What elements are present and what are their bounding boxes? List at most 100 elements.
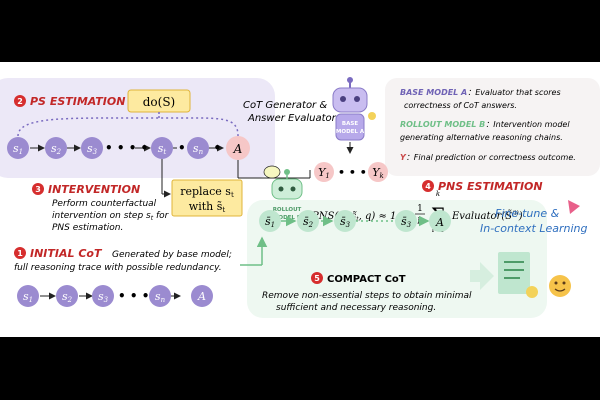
initial-cot-desc-2: full reasoning trace with possible redun… — [14, 263, 222, 273]
compact-cot: 5 COMPACT CoT Remove non-essential steps… — [262, 272, 472, 313]
yk-node — [368, 162, 388, 182]
node-st — [151, 137, 173, 159]
badge-4-number: 4 — [425, 182, 431, 191]
initial-cot-title: INITIAL CoT — [30, 247, 103, 260]
badge-2-number: 2 — [17, 97, 23, 106]
cf-node-2-label: s̄2 — [303, 215, 314, 229]
bottom-chain: s1 s2 s3 • • • • sn A — [17, 285, 213, 307]
intervention-desc-2: intervention on step st for — [52, 211, 170, 222]
badge-1 — [14, 247, 26, 259]
base-robot-label-1: BASE — [342, 121, 358, 127]
cf-node-4 — [395, 210, 417, 232]
compact-cot-desc-1: Remove non-essential steps to obtain min… — [262, 291, 472, 301]
bottom-node-answer-label: A — [197, 290, 206, 303]
pns-estimation: 4 PNS ESTIMATION PNS(S, s̃t, q) ≈ 1 − 1 … — [311, 180, 543, 234]
pns-estimation-title: PNS ESTIMATION — [438, 180, 543, 193]
node-s3-label: s3 — [87, 142, 98, 156]
node-s1 — [7, 137, 29, 159]
base-robot-body — [335, 113, 365, 141]
replace-line1: replace st — [180, 185, 234, 199]
badge-3-number: 3 — [35, 185, 41, 194]
node-s2-label: s2 — [51, 142, 62, 156]
frac-num: 1 — [417, 204, 423, 214]
rollout-robot-head — [271, 178, 303, 200]
intervention-desc-1: Perform counterfactual — [52, 199, 157, 209]
bottom-node-sn-label: sn — [155, 290, 166, 304]
do-s-label: do(S) — [143, 95, 176, 109]
pns-formula-left: PNS(S, s̃t, q) ≈ 1 − — [311, 211, 408, 223]
bottom-node-answer — [191, 285, 213, 307]
cot-generator-line2: Answer Evaluator — [247, 113, 337, 124]
top-chain: s1 s2 s3 • • • • st • • • • sn A — [7, 136, 250, 160]
bottom-node-s1 — [17, 285, 39, 307]
legend-base-2: correctness of CoT answers. — [404, 101, 517, 110]
finetune-arrow — [470, 262, 494, 290]
node-s2 — [45, 137, 67, 159]
y1-label: Y1 — [318, 166, 330, 180]
legend-rollout-2: generating alternative reasoning chains. — [400, 133, 563, 142]
bottom-node-s3-label: s3 — [98, 290, 109, 304]
y-outputs: Y1 • • • • Yk — [314, 162, 388, 182]
legend-y: Y：Final prediction or correctness outcom… — [400, 153, 576, 162]
node-sn-label: sn — [193, 142, 204, 156]
evaluator-term: Evaluator(S̃(i)) — [451, 210, 523, 222]
node-s1-label: s1 — [13, 142, 23, 156]
base-model-robot: BASE MODEL A — [332, 77, 376, 141]
bottom-node-s2 — [56, 285, 78, 307]
finetune-line1: Fine-tune & — [495, 207, 560, 220]
node-answer-label: A — [233, 142, 243, 156]
cf-node-1 — [259, 210, 281, 232]
replace-box — [171, 179, 243, 217]
dots-1: • • • • — [105, 141, 148, 155]
bottom-node-s1-label: s1 — [23, 290, 33, 304]
cf-node-answer-label: A — [435, 216, 444, 229]
y-dots: • • • • — [338, 166, 378, 179]
sum-top: k — [436, 190, 440, 198]
base-robot-head — [332, 87, 368, 113]
legend-rollout: ROLLOUT MODEL B：Intervention model — [400, 120, 570, 129]
initial-cot: 1 INITIAL CoT Generated by base model; f… — [14, 247, 232, 273]
compact-cot-title: COMPACT CoT — [327, 274, 406, 285]
base-robot-label-2: MODEL A — [336, 129, 365, 135]
ps-estimation-title: PS ESTIMATION — [30, 95, 125, 108]
legend-base: BASE MODEL A：Evaluator that scores — [400, 88, 561, 97]
node-st-label: st — [158, 142, 167, 156]
cf-node-2 — [297, 210, 319, 232]
cot-generator-line1: CoT Generator & — [243, 100, 327, 111]
bottom-node-sn — [149, 285, 171, 307]
intervention-title: INTERVENTION — [48, 183, 140, 196]
badge-5-number: 5 — [314, 274, 320, 283]
bottom-node-s3 — [92, 285, 114, 307]
rollout-robot-label-1: ROLLOUT — [273, 207, 302, 213]
replace-line2: with s̃t — [189, 200, 226, 214]
intervention-desc-3: PNS estimation. — [52, 223, 123, 233]
counterfactual-chain: s̄1 s̄2 s̄3 s̄3 A — [259, 210, 451, 232]
finetune-panel: Fine-tune & In-context Learning — [480, 200, 587, 298]
document-icon — [498, 252, 530, 294]
node-answer — [226, 136, 250, 160]
lightbulb-icon — [526, 286, 538, 298]
compact-cot-panel — [247, 200, 547, 318]
node-sn — [187, 137, 209, 159]
ps-estimation-header: 2 PS ESTIMATION — [14, 95, 125, 108]
bottom-node-s2-label: s2 — [62, 290, 73, 304]
yk-label: Yk — [372, 166, 384, 180]
frac-den: k — [417, 217, 422, 227]
cf-node-3 — [334, 210, 356, 232]
dotted-arc — [17, 117, 239, 137]
finetune-line2: In-context Learning — [480, 222, 587, 235]
party-icon — [568, 200, 580, 214]
legend-panel — [385, 78, 600, 176]
y1-node — [314, 162, 334, 182]
badge-2 — [14, 95, 26, 107]
legend: BASE MODEL A：Evaluator that scores corre… — [400, 88, 576, 162]
badge-3 — [32, 183, 44, 195]
intervention-section: 3 INTERVENTION Perform counterfactual in… — [32, 183, 170, 233]
cf-node-answer — [429, 210, 451, 232]
cf-node-3-label: s̄3 — [340, 215, 351, 229]
smiley-icon — [549, 275, 571, 297]
compact-cot-desc-2: sufficient and necessary reasoning. — [276, 303, 436, 313]
badge-1-number: 1 — [17, 249, 23, 258]
initial-cot-desc-1: Generated by base model; — [112, 250, 232, 260]
